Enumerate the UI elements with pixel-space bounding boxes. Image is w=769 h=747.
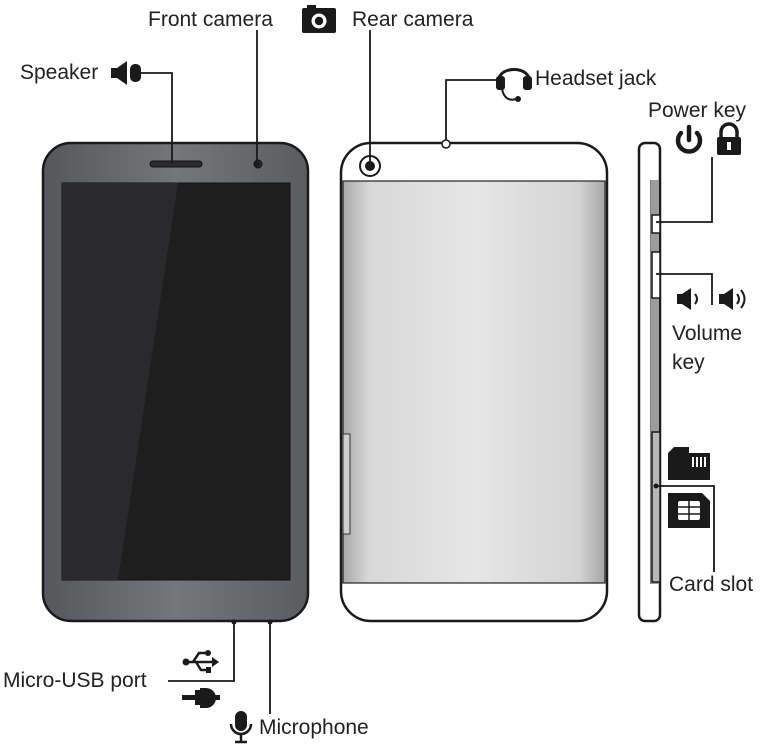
- camera-icon: [302, 5, 336, 33]
- tablet-side-view: [637, 141, 662, 623]
- usb-icon: [182, 650, 219, 673]
- back-side-slot: [342, 433, 351, 535]
- microsd-card-icon: [668, 447, 710, 480]
- lock-icon: [717, 122, 741, 155]
- volume-down-icon: [677, 288, 698, 310]
- card-slot-callout-line: [656, 485, 715, 572]
- card-slot-cover: [651, 431, 661, 583]
- headset-icon: [496, 68, 532, 102]
- tablet-front-view: [41, 141, 310, 623]
- power-key-callout-line: [656, 157, 713, 223]
- microphone-icon: [229, 711, 253, 744]
- volume-key-button: [651, 251, 661, 299]
- screen-glare: [62, 183, 178, 580]
- speaker-label: Speaker: [20, 61, 99, 84]
- card-slot-dot: [653, 483, 659, 489]
- volume-key-label-line2: key: [672, 351, 705, 374]
- front-camera-label: Front camera: [148, 8, 273, 31]
- volume-up-icon: [719, 288, 746, 310]
- micro-usb-port-label: Micro-USB port: [3, 669, 147, 692]
- mic-dot: [267, 619, 273, 625]
- power-plug-icon: [182, 688, 220, 708]
- speaker-icon: [111, 61, 141, 85]
- side-panel-fill: [651, 180, 659, 584]
- power-icon: [675, 124, 703, 154]
- speaker-grille: [149, 160, 203, 168]
- usb-port-dot: [231, 619, 237, 625]
- power-key-label: Power key: [648, 99, 747, 122]
- power-key-button: [651, 214, 661, 234]
- callout-lines: [140, 30, 715, 714]
- headset-jack-hole: [441, 139, 451, 149]
- microphone-label: Microphone: [259, 716, 369, 739]
- headset-jack-callout-line: [445, 79, 498, 140]
- sim-card-icon: [668, 493, 710, 528]
- rear-camera-label: Rear camera: [352, 8, 474, 31]
- micro-usb-callout-line: [168, 622, 235, 682]
- volume-key-callout-line: [656, 273, 713, 305]
- tablet-back-view: [339, 139, 609, 623]
- headset-jack-label: Headset jack: [535, 67, 657, 90]
- speaker-callout-line: [140, 72, 173, 164]
- back-panel: [342, 180, 606, 584]
- front-camera-dot: [254, 161, 260, 167]
- rear-camera-inner: [365, 161, 375, 171]
- volume-key-label-line1: Volume: [672, 322, 743, 345]
- card-slot-label: Card slot: [669, 573, 754, 596]
